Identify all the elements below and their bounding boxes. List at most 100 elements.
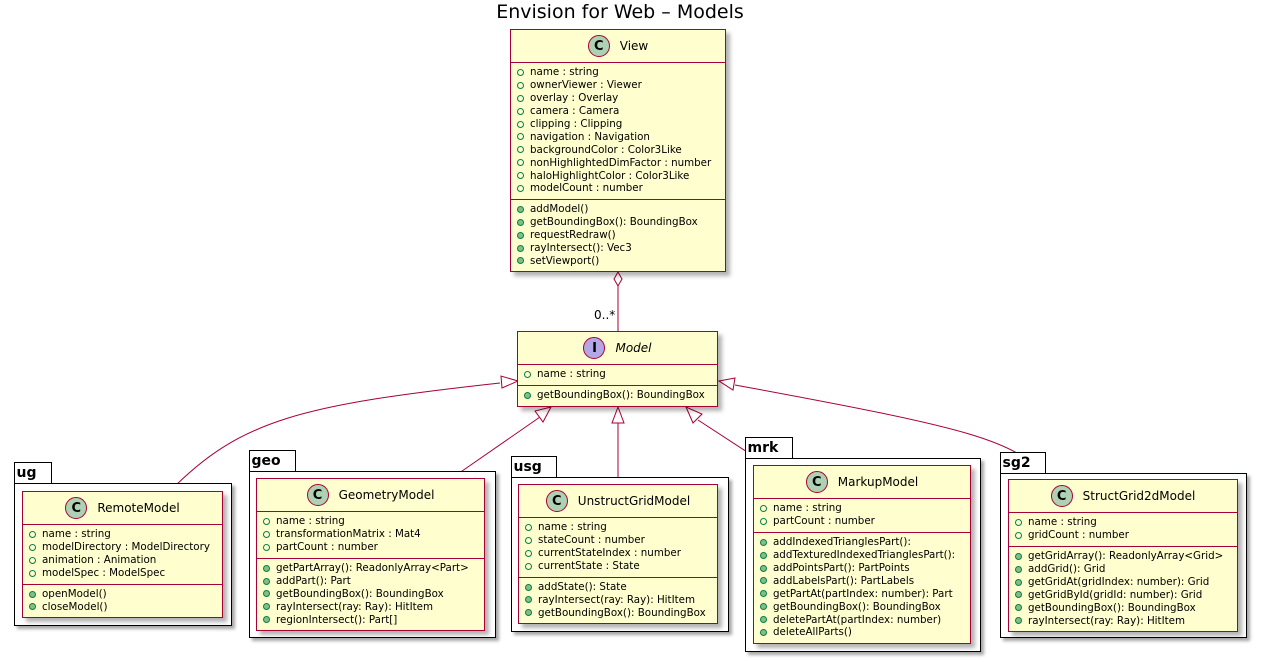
method-text: getBoundingBox(): BoundingBox bbox=[1028, 601, 1196, 614]
field-text: navigation : Navigation bbox=[530, 130, 650, 143]
methods-section: addIndexedTrianglesPart():addTexturedInd… bbox=[754, 531, 970, 643]
public-method-icon bbox=[760, 616, 767, 624]
public-method-icon bbox=[1015, 591, 1022, 599]
public-method-icon bbox=[1015, 578, 1022, 586]
class-method: addTexturedIndexedTrianglesPart(): bbox=[760, 549, 964, 562]
class-name: Model bbox=[615, 341, 652, 355]
methods-section: getGridArray(): ReadonlyArray<Grid>addGr… bbox=[1009, 545, 1237, 631]
class-field: modelSpec : ModelSpec bbox=[29, 567, 216, 580]
inherit-arrow-markupmodel bbox=[685, 406, 703, 424]
public-method-icon bbox=[760, 603, 767, 611]
public-field-icon bbox=[263, 543, 270, 551]
public-field-icon bbox=[263, 517, 270, 525]
public-method-icon bbox=[1015, 617, 1022, 625]
public-field-icon bbox=[525, 536, 532, 544]
public-field-icon bbox=[29, 530, 36, 538]
fields-section: name : string bbox=[518, 365, 717, 385]
public-field-icon bbox=[525, 562, 532, 570]
class-method: addModel() bbox=[517, 203, 719, 216]
method-text: addPointsPart(): PartPoints bbox=[773, 562, 910, 574]
class-name: GeometryModel bbox=[338, 488, 435, 502]
method-text: getGridArray(): ReadonlyArray<Grid> bbox=[1028, 550, 1224, 563]
class-method: requestRedraw() bbox=[517, 229, 719, 242]
inherit-arrow-unstructgridmodel bbox=[611, 405, 625, 424]
class-field: stateCount : number bbox=[525, 534, 711, 547]
class-name: View bbox=[619, 39, 649, 53]
class-header: C StructGrid2dModel bbox=[1009, 480, 1237, 513]
class-field: transformationMatrix : Mat4 bbox=[263, 528, 478, 541]
field-text: backgroundColor : Color3Like bbox=[530, 143, 682, 156]
class-method: rayIntersect(): Vec3 bbox=[517, 242, 719, 255]
public-method-icon bbox=[760, 538, 767, 546]
multiplicity-label: 0..* bbox=[594, 308, 616, 322]
method-text: getBoundingBox(): BoundingBox bbox=[538, 606, 706, 619]
class-method: setViewport() bbox=[517, 254, 719, 267]
class-method: addPointsPart(): PartPoints bbox=[760, 562, 964, 575]
method-text: addState(): State bbox=[538, 581, 627, 593]
field-text: name : string bbox=[42, 528, 111, 541]
public-method-icon bbox=[517, 218, 524, 226]
class-field: ownerViewer : Viewer bbox=[517, 79, 719, 92]
public-method-icon bbox=[29, 590, 36, 598]
class-method: addPart(): Part bbox=[263, 575, 478, 588]
class-field: name : string bbox=[760, 502, 964, 515]
public-method-icon bbox=[517, 205, 524, 213]
package-label: mrk bbox=[744, 437, 794, 458]
class-field: modelCount : number bbox=[517, 182, 719, 195]
field-text: nonHighlightedDimFactor : number bbox=[530, 156, 712, 169]
method-text: getBoundingBox(): BoundingBox bbox=[537, 389, 705, 402]
class-method: addState(): State bbox=[525, 581, 711, 594]
method-text: getPartAt(partIndex: number): Part bbox=[773, 587, 953, 600]
package-label: sg2 bbox=[999, 452, 1046, 473]
class-field: currentState : State bbox=[525, 560, 711, 573]
public-field-icon bbox=[525, 549, 532, 557]
methods-section: openModel()closeModel() bbox=[23, 583, 222, 618]
field-text: currentStateIndex : number bbox=[538, 547, 681, 560]
class-method: deleteAllParts() bbox=[760, 626, 964, 639]
field-text: name : string bbox=[538, 521, 607, 534]
method-text: deleteAllParts() bbox=[773, 626, 852, 639]
class-method: regionIntersect(): Part[] bbox=[263, 613, 478, 626]
class-method: getBoundingBox(): BoundingBox bbox=[760, 600, 964, 613]
class-badge-icon: C bbox=[65, 497, 88, 519]
methods-section: getBoundingBox(): BoundingBox bbox=[518, 384, 717, 406]
public-field-icon bbox=[29, 543, 36, 551]
class-method: getGridAt(gridIndex: number): Grid bbox=[1015, 576, 1231, 589]
public-field-icon bbox=[517, 120, 524, 128]
class-badge-icon: C bbox=[1050, 485, 1073, 507]
interface-model[interactable]: I Model name : string getBoundingBox(): … bbox=[517, 331, 718, 407]
public-method-icon bbox=[263, 577, 270, 585]
public-field-icon bbox=[29, 556, 36, 564]
class-method: getPartAt(partIndex: number): Part bbox=[760, 587, 964, 600]
class-field: name : string bbox=[524, 368, 711, 381]
class-field: name : string bbox=[1015, 516, 1231, 529]
inherit-line-remotemodel bbox=[169, 382, 501, 492]
class-method: getGridArray(): ReadonlyArray<Grid> bbox=[1015, 550, 1231, 563]
method-text: rayIntersect(ray: Ray): HitItem bbox=[538, 593, 696, 606]
public-field-icon bbox=[760, 517, 767, 525]
public-field-icon bbox=[525, 523, 532, 531]
class-field: nonHighlightedDimFactor : number bbox=[517, 156, 719, 169]
public-method-icon bbox=[517, 231, 524, 239]
method-text: addPart(): Part bbox=[276, 575, 351, 587]
class-method: getPartArray(): ReadonlyArray<Part> bbox=[263, 562, 478, 575]
class-method: rayIntersect(ray: Ray): HitItem bbox=[525, 593, 711, 606]
class-method: getBoundingBox(): BoundingBox bbox=[525, 606, 711, 619]
class-field: haloHighlightColor : Color3Like bbox=[517, 169, 719, 182]
class-method: addIndexedTrianglesPart(): bbox=[760, 536, 964, 549]
inherit-line-geometrymodel bbox=[451, 416, 541, 479]
inherit-arrow-structgrid2dmodel bbox=[717, 377, 736, 391]
method-text: getBoundingBox(): BoundingBox bbox=[773, 600, 941, 613]
class-name: StructGrid2dModel bbox=[1082, 489, 1196, 503]
